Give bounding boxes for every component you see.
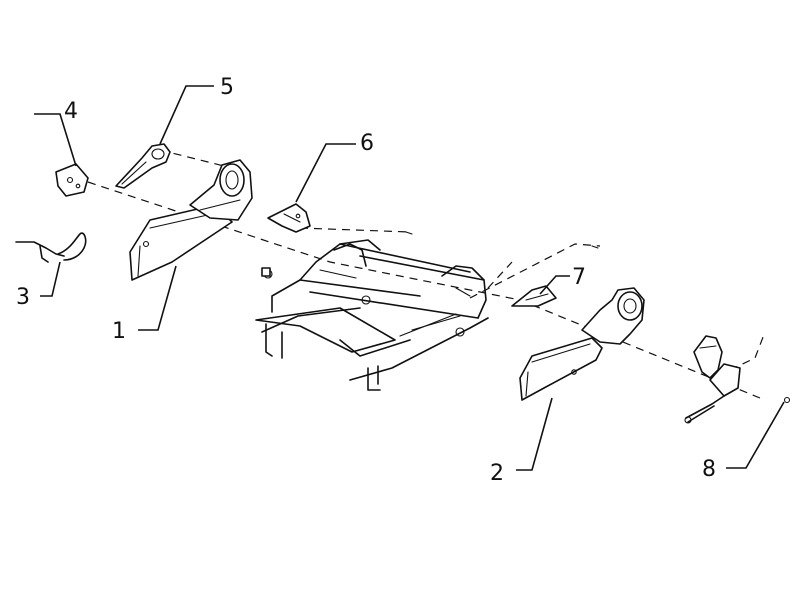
callout-8: 8 xyxy=(702,457,716,482)
leader-lines xyxy=(34,85,785,471)
callout-2: 2 xyxy=(490,461,504,486)
right-recliner-bracket xyxy=(581,287,645,345)
part-5-handle-lever xyxy=(115,143,171,189)
callout-4: 4 xyxy=(64,99,78,124)
callout-7: 7 xyxy=(572,265,586,290)
part-2-right-side-cover xyxy=(519,337,603,401)
part-3-cable xyxy=(15,232,87,263)
callout-labels: 1 2 3 4 5 6 7 8 xyxy=(16,75,716,486)
assembly-axes xyxy=(87,149,766,399)
callout-1: 1 xyxy=(112,319,126,344)
left-recliner-bracket xyxy=(189,159,253,221)
right-handle-assembly xyxy=(684,335,741,424)
seat-frame xyxy=(255,239,489,391)
part-1-left-side-cover xyxy=(129,204,233,281)
part-6-bracket xyxy=(267,203,311,233)
callout-3: 3 xyxy=(16,285,30,310)
callout-6: 6 xyxy=(360,131,374,156)
small-fasteners xyxy=(261,231,791,404)
part-4-plate xyxy=(55,163,89,197)
callout-5: 5 xyxy=(220,75,234,100)
part-7-bracket xyxy=(511,285,557,307)
